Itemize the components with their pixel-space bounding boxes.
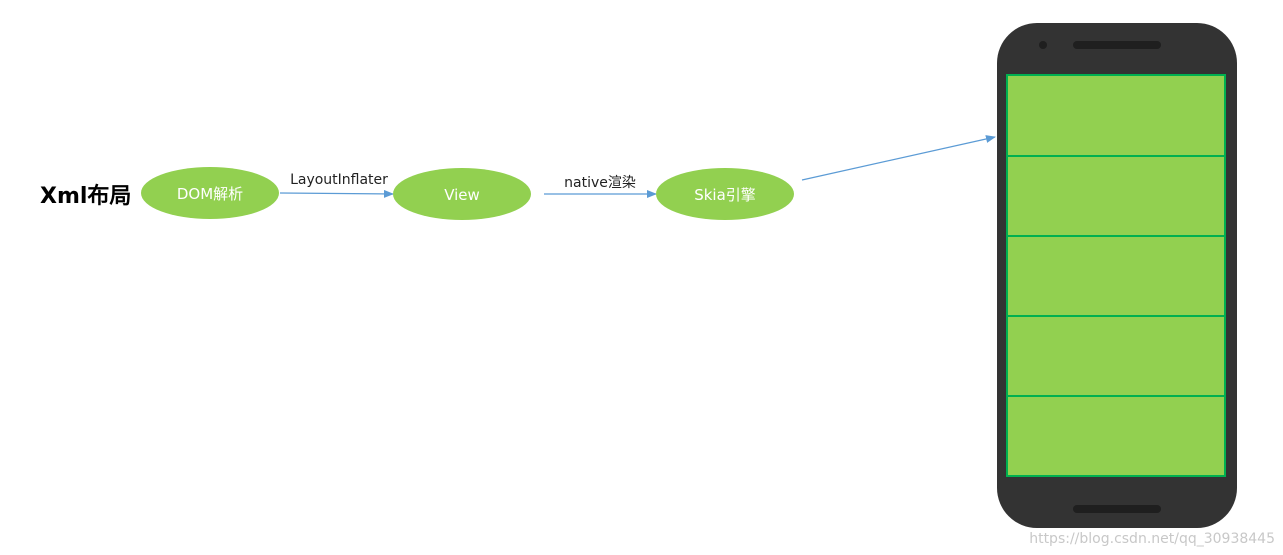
screen-row-3 xyxy=(1006,235,1226,317)
screen-row-4 xyxy=(1006,315,1226,397)
phone-camera-icon xyxy=(1039,41,1047,49)
node-dom-parse: DOM解析 xyxy=(141,167,279,219)
screen-row-5 xyxy=(1006,395,1226,477)
watermark: https://blog.csdn.net/qq_30938445 xyxy=(1029,531,1275,547)
screen-row-1 xyxy=(1006,74,1226,157)
node-view-shape xyxy=(393,168,531,220)
node-view: View xyxy=(393,168,531,220)
phone-speaker-bottom xyxy=(1073,505,1161,513)
node-skia-engine-shape xyxy=(656,168,794,220)
phone-screen xyxy=(1006,74,1226,477)
node-dom-parse-shape xyxy=(141,167,279,219)
node-dom-parse-label: DOM解析 xyxy=(177,185,243,203)
edge-native-render-label: native渲染 xyxy=(564,175,636,191)
edge-native-render: native渲染 xyxy=(544,175,657,198)
phone-device xyxy=(997,23,1237,528)
phone-speaker-top xyxy=(1073,41,1161,49)
node-skia-engine: Skia引擎 xyxy=(656,168,794,220)
edge-layout-inflater: LayoutInflater xyxy=(279,172,394,198)
screen-row-2 xyxy=(1006,155,1226,237)
edge-layout-inflater-label: LayoutInflater xyxy=(290,172,388,188)
edge-to-phone-arrow xyxy=(801,135,996,181)
node-skia-engine-label: Skia引擎 xyxy=(694,186,756,204)
edge-layout-inflater-arrow xyxy=(279,189,394,198)
diagram-title: Xml布局 xyxy=(40,183,131,209)
node-view-label: View xyxy=(444,186,480,204)
